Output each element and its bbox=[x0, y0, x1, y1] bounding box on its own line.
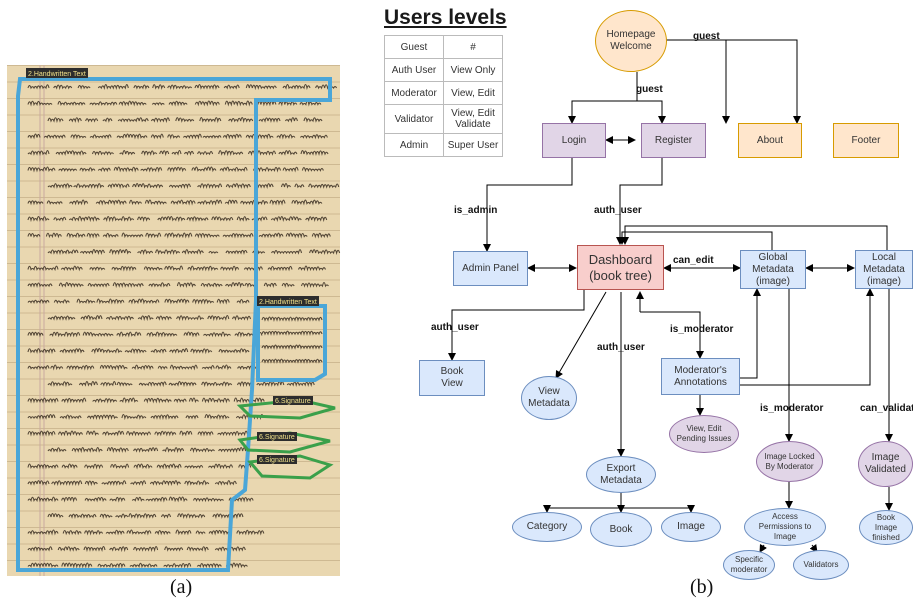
handwriting-line bbox=[27, 430, 249, 437]
node-image: Image bbox=[661, 512, 721, 542]
handwriting-line bbox=[261, 316, 323, 322]
node-book: Book bbox=[590, 512, 652, 547]
handwriting-line bbox=[27, 265, 327, 272]
node-specific-moderator: Specific moderator bbox=[723, 550, 775, 580]
node-global-metadata: Global Metadata (image) bbox=[740, 250, 806, 289]
node-register: Register bbox=[641, 123, 706, 158]
edge-label-auth-user-mid: auth_user bbox=[594, 205, 642, 216]
handwriting-line bbox=[27, 546, 246, 553]
node-image-validated: Image Validated bbox=[858, 441, 913, 487]
user-levels-title: Users levels bbox=[384, 6, 507, 29]
table-cell: Auth User bbox=[384, 58, 444, 82]
node-login: Login bbox=[542, 123, 606, 158]
region-label-signature-1: 6.Signature bbox=[275, 398, 311, 405]
caption-a: (a) bbox=[170, 576, 193, 598]
handwriting-line bbox=[47, 447, 250, 454]
handwriting-line bbox=[47, 249, 341, 256]
table-cell: Moderator bbox=[384, 81, 444, 105]
node-validators: Validators bbox=[793, 550, 849, 580]
node-view-edit-pending: View, Edit Pending Issues bbox=[669, 415, 739, 453]
table-row: Guest# bbox=[384, 35, 503, 59]
handwriting-line bbox=[27, 83, 338, 91]
edge-label-is-moderator-center: is_moderator bbox=[670, 324, 734, 335]
handwriting-line bbox=[27, 413, 264, 421]
handwriting-line bbox=[47, 513, 244, 520]
handwriting-line bbox=[27, 562, 248, 569]
table-cell: View, Edit Validate bbox=[443, 104, 503, 134]
handwriting-line bbox=[261, 358, 323, 364]
handwriting-line bbox=[27, 216, 328, 223]
node-access-permissions: Access Permissions to Image bbox=[744, 508, 826, 546]
handwriting-line bbox=[27, 496, 254, 503]
node-book-view: Book View bbox=[419, 360, 485, 396]
table-cell: # bbox=[443, 35, 503, 59]
handwriting-line bbox=[27, 397, 265, 404]
edge-label-is-moderator-right: is_moderator bbox=[760, 403, 824, 414]
handwriting-line bbox=[27, 364, 257, 371]
node-category: Category bbox=[512, 512, 582, 542]
handwriting-line bbox=[27, 281, 329, 289]
node-image-locked: Image Locked By Moderator bbox=[756, 441, 823, 482]
handwriting-line bbox=[47, 117, 323, 124]
node-export-metadata: Export Metadata bbox=[586, 456, 656, 493]
handwriting-line bbox=[27, 348, 250, 355]
node-about: About bbox=[738, 123, 802, 158]
table-cell: Admin bbox=[384, 133, 444, 157]
table-cell: View Only bbox=[443, 58, 503, 82]
node-homepage: Homepage Welcome bbox=[595, 10, 667, 72]
handwriting-line bbox=[261, 344, 323, 350]
handwriting-line bbox=[27, 166, 324, 173]
node-dashboard: Dashboard (book tree) bbox=[577, 245, 664, 290]
node-admin-panel: Admin Panel bbox=[453, 251, 528, 286]
handwriting-line bbox=[27, 232, 331, 239]
handwriting-line bbox=[27, 529, 265, 536]
region-label-text-2: 2.Handwritten Text bbox=[259, 299, 317, 306]
edge-label-is-admin: is_admin bbox=[454, 205, 498, 216]
node-footer: Footer bbox=[833, 123, 899, 158]
handwriting-line bbox=[27, 298, 250, 305]
edge-label-auth-user-left: auth_user bbox=[431, 322, 479, 333]
region-label-signature-2: 6.Signature bbox=[259, 434, 295, 441]
handwriting-line bbox=[27, 100, 322, 107]
edge-label-can-validate: can_validat bbox=[860, 403, 913, 414]
handwriting-line bbox=[27, 331, 263, 338]
edge-label-guest-mid: guest bbox=[636, 84, 663, 95]
node-local-metadata: Local Metadata (image) bbox=[855, 250, 913, 289]
handwriting-ink bbox=[27, 83, 341, 569]
caption-b: (b) bbox=[690, 576, 714, 598]
node-moderators-annotations: Moderator's Annotations bbox=[661, 358, 740, 395]
handwriting-line bbox=[47, 183, 340, 190]
region-label-text-1: 2.Handwritten Text bbox=[28, 71, 86, 78]
table-cell: View, Edit bbox=[443, 81, 503, 105]
table-cell: Super User bbox=[443, 133, 503, 157]
handwriting-line bbox=[27, 480, 237, 487]
edge-label-auth-user-center: auth_user bbox=[597, 342, 645, 353]
handwriting-line bbox=[27, 149, 329, 157]
region-label-signature-3: 6.Signature bbox=[259, 457, 295, 464]
handwriting-line bbox=[261, 330, 323, 337]
table-cell: Validator bbox=[384, 104, 444, 134]
edge-label-guest-top: guest bbox=[693, 31, 720, 42]
table-cell: Guest bbox=[384, 35, 444, 59]
edge-label-can-edit: can_edit bbox=[673, 255, 714, 266]
node-book-image-finished: Book Image finished bbox=[859, 510, 913, 545]
handwriting-line bbox=[27, 133, 328, 140]
node-view-metadata: View Metadata bbox=[521, 376, 577, 420]
handwriting-line bbox=[47, 314, 252, 322]
